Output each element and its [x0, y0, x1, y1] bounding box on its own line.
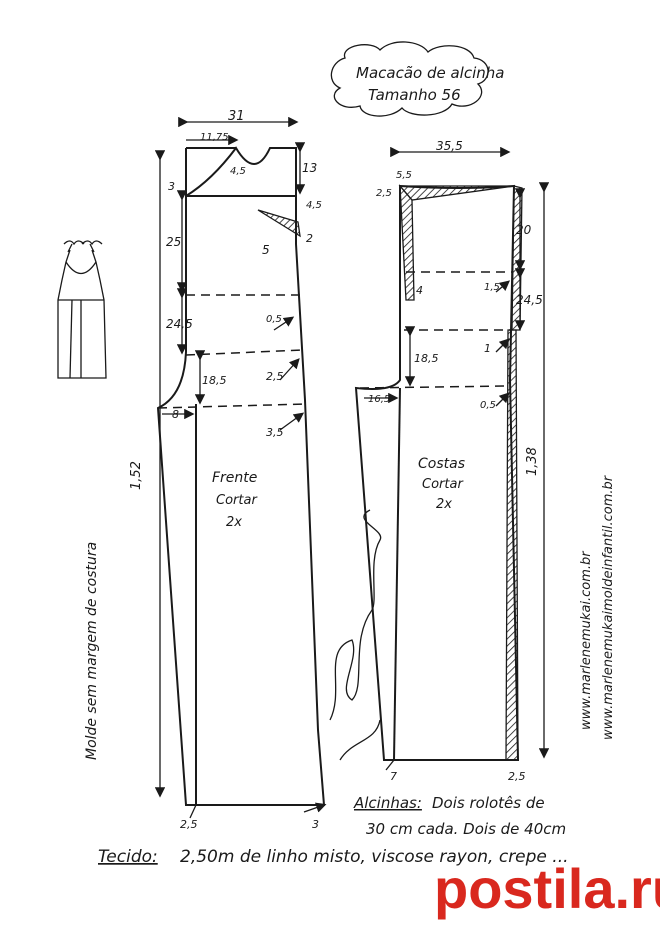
back-piece: 35,5 5,5 2,5 20 4 1,5 24,5 18,5 1 16,5 0… [354, 139, 550, 783]
straps-label: Alcinhas: [353, 794, 422, 812]
front-waist-dart-label: 0,5 [266, 314, 282, 325]
front-width-label: 31 [228, 109, 245, 124]
front-crotch-ext-label: 8 [172, 408, 179, 421]
title-line-1: Macacão de alcinha [356, 64, 504, 82]
back-side1-label: 4 [416, 284, 423, 297]
title-cloud: Macacão de alcinha Tamanho 56 [330, 41, 504, 117]
front-dart-length-label: 5 [262, 243, 270, 257]
back-cut-count: 2x [436, 497, 452, 512]
front-hip-dart-label: 3,5 [266, 426, 284, 439]
front-neck-width-label: 11,75 [200, 132, 229, 143]
back-seg2-label: 24,5 [516, 293, 543, 307]
front-neck-depth-label: 4,5 [230, 166, 246, 177]
fabric-label: Tecido: [98, 847, 158, 867]
back-top-small-label: 5,5 [396, 170, 412, 181]
back-name: Costas [418, 456, 465, 472]
website-1: www.marlenemukai.com.br [579, 550, 594, 730]
front-crotch-label: 18,5 [202, 374, 227, 387]
front-dart-side-label: 2 [306, 232, 313, 245]
logo-text: postila.ru [434, 857, 660, 920]
postila-logo: postila.ru [434, 857, 660, 920]
front-cut-instruction: Cortar [216, 493, 258, 508]
front-shoulder-height-label: 13 [302, 161, 317, 175]
title-line-2: Tamanho 56 [368, 86, 461, 104]
back-crotch-ext-label: 16,5 [368, 394, 390, 405]
back-hip-dart-label: 0,5 [480, 400, 496, 411]
front-hem-left-label: 2,5 [180, 818, 198, 831]
side-note: Molde sem margem de costura [84, 542, 100, 760]
front-piece: 31 11,75 4,5 13 3 4,5 2 5 25 24,5 18,5 0… [129, 109, 327, 831]
back-crotch-label: 18,5 [414, 352, 439, 365]
straps-text-2: 30 cm cada. Dois de 40cm [366, 820, 566, 838]
front-waist-dart2-label: 2,5 [266, 370, 284, 383]
front-name: Frente [212, 470, 257, 486]
front-cut-count: 2x [226, 515, 242, 530]
back-hem-right-label: 2,5 [508, 770, 526, 783]
back-cut-instruction: Cortar [422, 477, 464, 492]
front-seg1-label: 25 [166, 235, 181, 249]
back-top-left-label: 2,5 [376, 188, 392, 199]
front-hem-right-label: 3 [312, 818, 319, 831]
back-hem-left-label: 7 [390, 770, 397, 783]
back-length-label: 1,38 [525, 447, 540, 476]
straps-text-1: Dois rolotês de [432, 794, 545, 812]
back-width-label: 35,5 [436, 139, 463, 153]
back-mid-dart-label: 1 [484, 342, 491, 355]
front-seg2-label: 24,5 [166, 317, 193, 331]
back-side2-label: 1,5 [484, 282, 500, 293]
front-left-side-label: 3 [168, 180, 175, 193]
jumpsuit-sketch-icon [57, 240, 107, 379]
website-2: www.marlenemukaimoldeinfantil.com.br [601, 474, 616, 740]
signature-mark [329, 509, 382, 761]
front-length-label: 1,52 [129, 461, 144, 490]
back-seg1-label: 20 [516, 223, 532, 237]
front-small-label: 4,5 [306, 200, 322, 211]
fabric-text: 2,50m de linho misto, viscose rayon, cre… [180, 847, 569, 867]
